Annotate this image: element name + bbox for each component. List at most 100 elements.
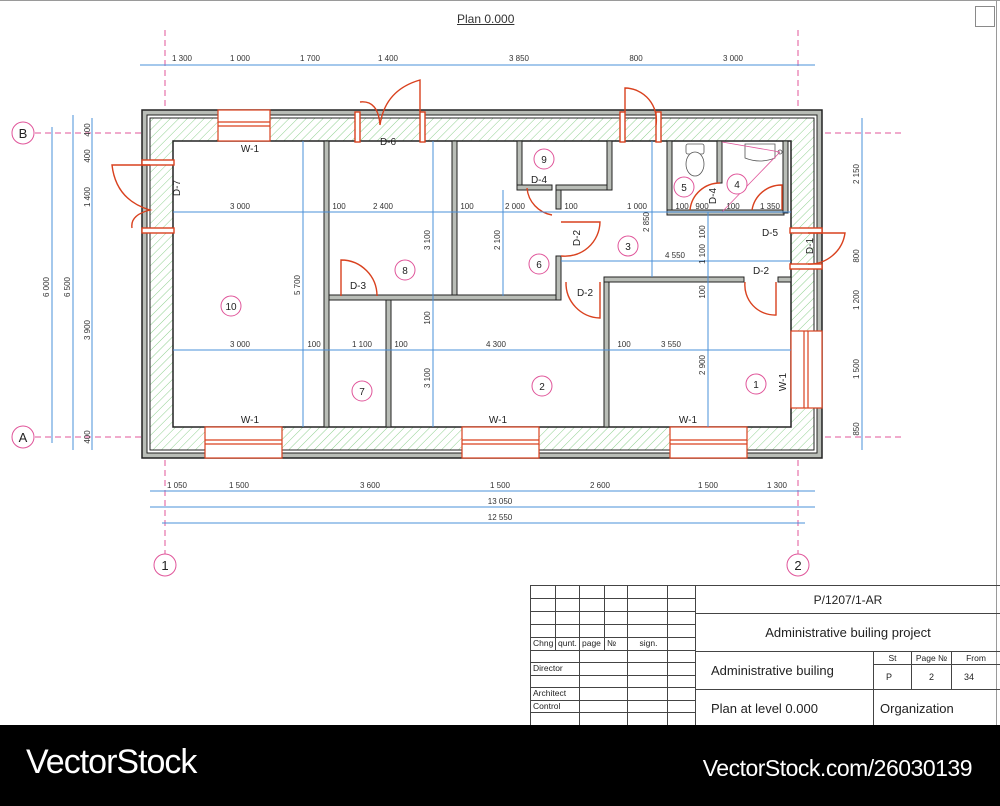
svg-text:100: 100 (394, 340, 408, 349)
svg-text:3 600: 3 600 (360, 481, 381, 490)
brand-url: VectorStock.com/26030139 (702, 755, 973, 781)
svg-text:D-2: D-2 (572, 230, 583, 247)
room-bubbles (220, 148, 767, 402)
svg-text:D-4: D-4 (708, 188, 719, 205)
interior-vertical-dimensions: 5 700 3 100 100 3 100 2 100 2 850 100 1 … (293, 211, 707, 388)
svg-text:D-1: D-1 (805, 238, 816, 255)
doors (111, 79, 846, 319)
sheet-frame-top (0, 0, 1000, 1)
svg-text:900: 900 (695, 202, 709, 211)
svg-text:1 400: 1 400 (83, 186, 92, 207)
svg-text:1 100: 1 100 (698, 243, 707, 264)
svg-text:3: 3 (625, 242, 631, 253)
svg-text:400: 400 (83, 430, 92, 444)
watermark-footer: VectorStock VectorStock.com/26030139 (0, 725, 1000, 806)
svg-text:D-5: D-5 (762, 228, 779, 239)
svg-text:A: A (19, 430, 28, 445)
brand-logo: VectorStock (26, 743, 197, 781)
svg-text:1 000: 1 000 (230, 54, 251, 63)
svg-text:3 900: 3 900 (83, 319, 92, 340)
svg-text:D-3: D-3 (350, 281, 367, 292)
svg-text:D-2: D-2 (577, 288, 594, 299)
svg-text:10: 10 (225, 302, 237, 313)
drawing-sheet: Plan 0.000 B A 1 (0, 0, 1000, 726)
svg-text:100: 100 (617, 340, 631, 349)
svg-text:400: 400 (83, 149, 92, 163)
interior-dimensions-row1: 3 000 100 2 400 100 2 000 100 1 000 100 … (230, 202, 781, 211)
svg-text:9: 9 (541, 155, 547, 166)
svg-text:4: 4 (734, 180, 740, 191)
svg-text:2 600: 2 600 (590, 481, 611, 490)
svg-text:13 050: 13 050 (488, 497, 513, 506)
svg-text:2 150: 2 150 (852, 163, 861, 184)
windows (204, 109, 823, 459)
bottom-dimensions: 1 050 1 500 3 600 1 500 2 600 1 500 1 30… (167, 481, 788, 522)
svg-text:6: 6 (536, 260, 542, 271)
svg-text:2 000: 2 000 (505, 202, 526, 211)
svg-text:D-7: D-7 (172, 180, 183, 197)
title-block: Chng qunt. page № sign. Director Archite… (530, 585, 1000, 726)
project-name: Administrative builing project (696, 614, 1000, 652)
svg-text:1: 1 (161, 558, 168, 573)
svg-text:5: 5 (681, 183, 687, 194)
project-code: P/1207/1-AR (696, 586, 1000, 614)
axis-bubble-B: B (11, 121, 35, 145)
svg-text:4 550: 4 550 (665, 251, 686, 260)
svg-text:4 300: 4 300 (486, 340, 507, 349)
svg-text:800: 800 (852, 249, 861, 263)
svg-text:D-2: D-2 (753, 266, 770, 277)
svg-text:7: 7 (359, 387, 365, 398)
svg-text:1 100: 1 100 (352, 340, 373, 349)
svg-text:100: 100 (698, 285, 707, 299)
col-header-chng: Chng (531, 638, 556, 651)
svg-text:8: 8 (402, 266, 408, 277)
svg-text:100: 100 (698, 225, 707, 239)
building-name: Administrative builing (696, 652, 874, 690)
svg-text:1 500: 1 500 (490, 481, 511, 490)
floor-plan: B A 1 2 (11, 30, 905, 577)
top-dimensions: 1 300 1 000 1 700 1 400 3 850 800 3 000 (172, 54, 744, 63)
svg-text:3 100: 3 100 (423, 229, 432, 250)
role-architect: Architect (531, 688, 580, 701)
svg-text:1 400: 1 400 (378, 54, 399, 63)
from-header: From (952, 652, 1000, 665)
stage-header: St (874, 652, 912, 665)
role-director: Director (531, 663, 580, 676)
axis-bubble-2: 2 (786, 553, 810, 577)
svg-text:W-1: W-1 (241, 144, 260, 155)
col-header-page: page (580, 638, 605, 651)
svg-text:6 000: 6 000 (42, 276, 51, 297)
svg-text:5 700: 5 700 (293, 274, 302, 295)
axis-bubble-1: 1 (153, 553, 177, 577)
svg-text:800: 800 (629, 54, 643, 63)
svg-text:850: 850 (852, 422, 861, 436)
organization: Organization (874, 690, 1000, 726)
role-control: Control (531, 701, 580, 713)
svg-text:3 100: 3 100 (423, 367, 432, 388)
svg-text:400: 400 (83, 123, 92, 137)
svg-text:1 300: 1 300 (767, 481, 788, 490)
svg-text:3 850: 3 850 (509, 54, 530, 63)
svg-text:D-4: D-4 (531, 175, 548, 186)
from-value: 34 (952, 665, 1000, 690)
sanitary-fixtures (685, 141, 783, 213)
svg-text:1 000: 1 000 (627, 202, 648, 211)
col-header-sign: sign. (628, 638, 668, 651)
svg-text:1 500: 1 500 (229, 481, 250, 490)
svg-text:1 350: 1 350 (760, 202, 781, 211)
svg-text:100: 100 (307, 340, 321, 349)
svg-text:1 300: 1 300 (172, 54, 193, 63)
svg-text:2: 2 (539, 382, 545, 393)
svg-text:12 550: 12 550 (488, 513, 513, 522)
exterior-walls (141, 109, 823, 459)
room-numbers: 1 2 3 4 5 6 7 8 9 10 (225, 155, 759, 398)
svg-text:2 850: 2 850 (642, 211, 651, 232)
window-labels: W-1 W-1 W-1 W-1 W-1 (241, 144, 789, 426)
svg-text:3 550: 3 550 (661, 340, 682, 349)
svg-text:3 000: 3 000 (230, 340, 251, 349)
svg-text:B: B (19, 126, 28, 141)
page-value: 2 (912, 665, 952, 690)
svg-text:2 100: 2 100 (493, 229, 502, 250)
col-header-qunt: qunt. (556, 638, 580, 651)
svg-text:D-6: D-6 (380, 137, 397, 148)
